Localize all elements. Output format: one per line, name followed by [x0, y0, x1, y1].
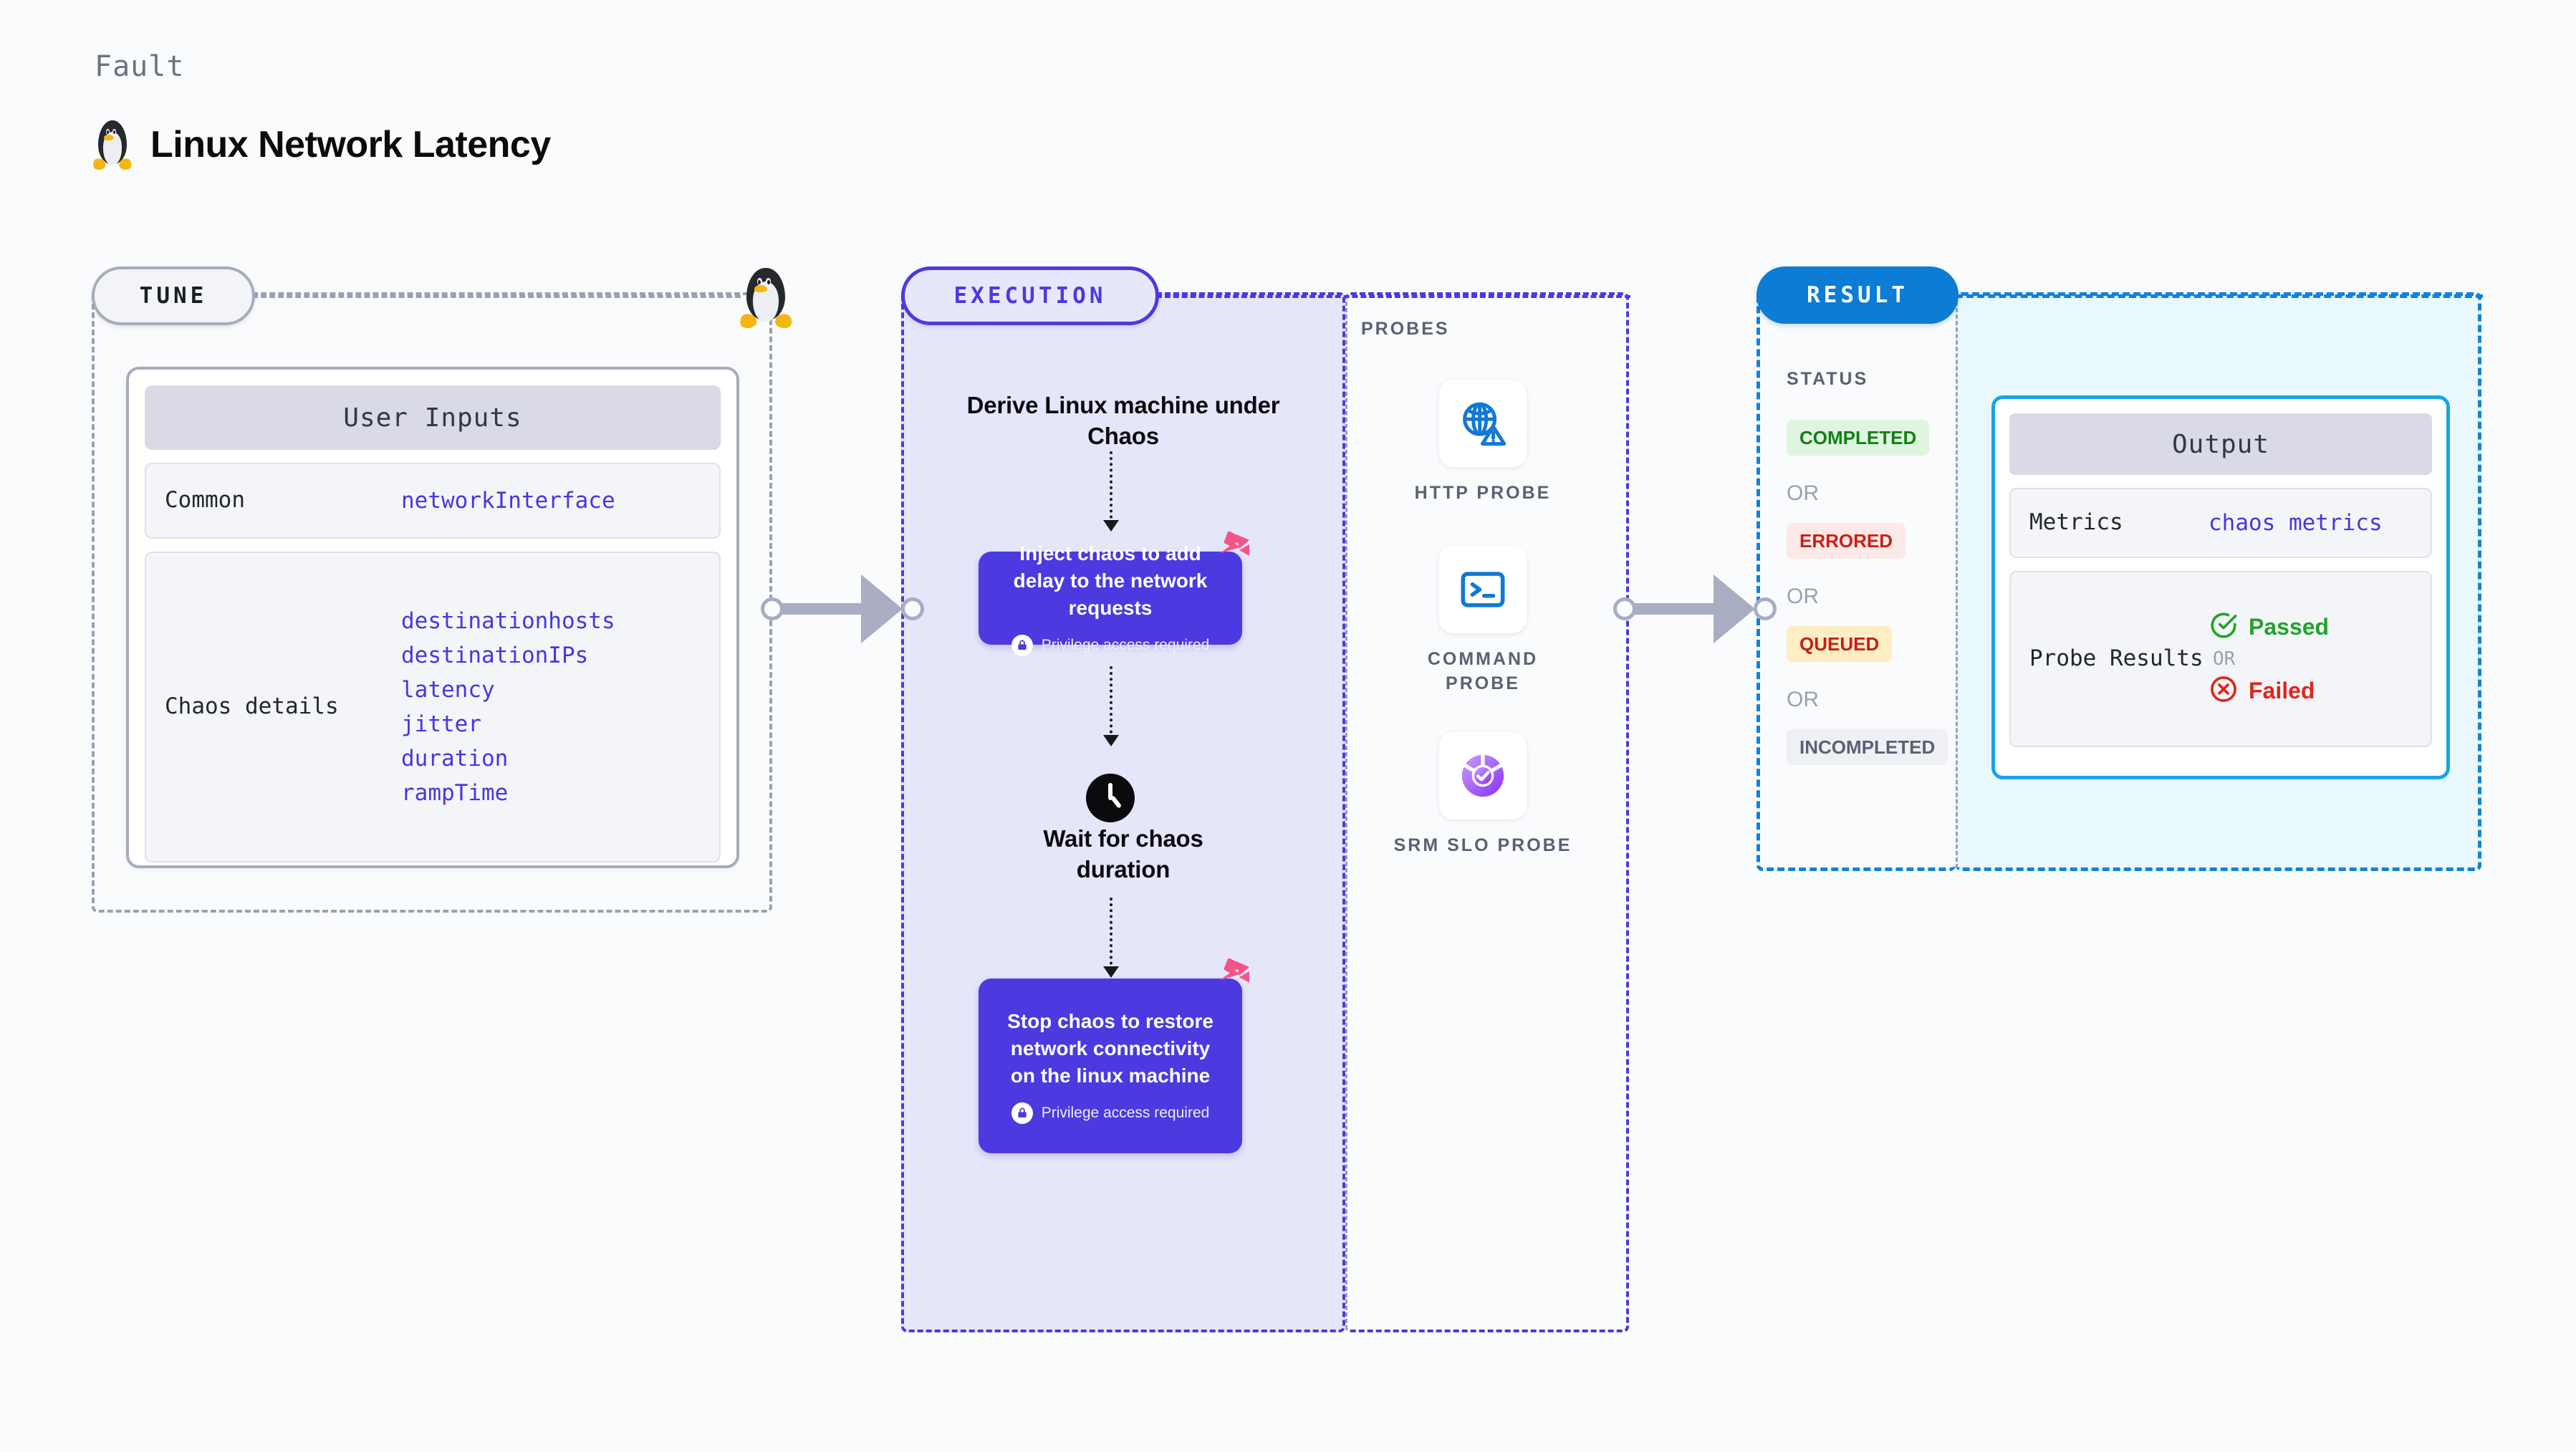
- input-value[interactable]: duration: [401, 746, 509, 772]
- probe-item-command[interactable]: COMMAND PROBE: [1390, 546, 1576, 696]
- lock-icon: [1011, 1102, 1033, 1124]
- privilege-text: Privilege access required: [1041, 636, 1210, 653]
- output-row-key: Probe Results: [2029, 645, 2203, 672]
- derive-machine-heading: Derive Linux machine under Chaos: [966, 392, 1280, 449]
- harness-logo-icon: [1218, 530, 1252, 566]
- harness-logo-icon: [1218, 957, 1252, 993]
- probe-caption: HTTP PROBE: [1414, 483, 1552, 503]
- probe-results-list: Passed OR Failed: [2209, 610, 2329, 708]
- privilege-row: Privilege access required: [1011, 634, 1210, 656]
- probe-result-or: OR: [2213, 648, 2236, 670]
- input-row-chaos-details: Chaos details destinationhosts destinati…: [145, 552, 721, 862]
- input-row-key: Chaos details: [165, 693, 339, 720]
- output-row-key: Metrics: [2029, 509, 2123, 536]
- eyebrow-label: Fault: [95, 50, 185, 83]
- passed-label: Passed: [2249, 614, 2330, 640]
- probe-caption: SRM SLO PROBE: [1393, 835, 1572, 855]
- input-row-key: Common: [165, 487, 245, 514]
- status-badge-completed: COMPLETED: [1787, 420, 1930, 456]
- result-status-region: [1756, 292, 1956, 871]
- srm-slo-icon: [1439, 732, 1527, 819]
- check-circle-icon: [2209, 610, 2239, 644]
- connector-execution-to-result: [1613, 566, 1778, 652]
- status-badge-incompleted: INCOMPLETED: [1787, 729, 1948, 765]
- flow-arrow-2: [1103, 666, 1119, 746]
- execution-region: [901, 292, 1345, 1332]
- probes-label: PROBES: [1361, 319, 1450, 339]
- output-row-probe-results: Probe Results Passed OR: [2009, 571, 2432, 747]
- flow-arrow-3: [1103, 898, 1119, 978]
- wait-duration-heading: Wait for chaos duration: [1043, 825, 1203, 883]
- input-row-values: destinationhosts destinationIPs latency …: [401, 609, 615, 806]
- inject-chaos-box[interactable]: Inject chaos to add delay to the network…: [979, 530, 1249, 656]
- input-value[interactable]: destinationIPs: [401, 642, 589, 668]
- privilege-row: Privilege access required: [1011, 1102, 1210, 1124]
- probes-divider: [1345, 295, 1347, 1330]
- lock-icon: [1011, 634, 1033, 656]
- user-inputs-card: User Inputs Common networkInterface Chao…: [126, 367, 739, 868]
- privilege-text: Privilege access required: [1041, 1104, 1210, 1121]
- user-inputs-title: User Inputs: [145, 385, 721, 450]
- output-title: Output: [2009, 413, 2432, 475]
- x-circle-icon: [2209, 674, 2239, 708]
- inject-chaos-title: Inject chaos to add delay to the network…: [1013, 542, 1208, 619]
- stop-chaos-title: Stop chaos to restore network connectivi…: [1007, 1010, 1213, 1087]
- linux-penguin-icon-edge: [738, 265, 794, 330]
- output-row-metrics: Metrics chaos metrics: [2009, 488, 2432, 558]
- globe-warning-icon: [1439, 380, 1527, 467]
- probe-caption: COMMAND PROBE: [1427, 649, 1539, 693]
- linux-penguin-icon: [92, 118, 133, 172]
- output-card: Output Metrics chaos metrics Probe Resul…: [1991, 395, 2450, 779]
- result-frame-tail: [1956, 294, 2483, 298]
- status-or-separator: OR: [1787, 585, 1819, 608]
- clock-icon: [1086, 774, 1135, 822]
- result-chip[interactable]: RESULT: [1756, 266, 1959, 324]
- flow-arrow-1: [1103, 451, 1119, 532]
- page-title: Linux Network Latency: [150, 124, 551, 165]
- execution-frame-tail: [1156, 295, 1630, 298]
- execution-chip[interactable]: EXECUTION: [901, 266, 1159, 325]
- input-value[interactable]: latency: [401, 676, 495, 703]
- status-label: STATUS: [1787, 369, 1869, 389]
- page-title-row: Linux Network Latency: [92, 118, 551, 172]
- input-value[interactable]: networkInterface: [401, 487, 615, 514]
- stop-chaos-box[interactable]: Stop chaos to restore network connectivi…: [979, 957, 1249, 1153]
- input-value[interactable]: jitter: [401, 711, 481, 737]
- probe-item-srm-slo[interactable]: SRM SLO PROBE: [1390, 732, 1576, 858]
- terminal-icon: [1439, 546, 1527, 633]
- status-or-separator: OR: [1787, 481, 1819, 505]
- tune-chip[interactable]: TUNE: [92, 266, 255, 325]
- input-value[interactable]: rampTime: [401, 780, 509, 807]
- output-metrics-value[interactable]: chaos metrics: [2209, 509, 2383, 536]
- probe-result-passed: Passed: [2209, 610, 2329, 644]
- connector-tune-to-execution: [761, 566, 924, 652]
- input-row-common: Common networkInterface: [145, 463, 721, 539]
- failed-label: Failed: [2249, 678, 2315, 703]
- input-value[interactable]: destinationhosts: [401, 607, 615, 634]
- status-or-separator: OR: [1787, 688, 1819, 711]
- result-divider: [1956, 295, 1958, 868]
- status-badge-queued: QUEUED: [1787, 626, 1893, 662]
- status-badge-errored: ERRORED: [1787, 523, 1906, 559]
- input-row-values: networkInterface: [401, 489, 615, 513]
- tune-frame-tail: [252, 295, 741, 298]
- probe-result-failed: Failed: [2209, 674, 2329, 708]
- probe-item-http[interactable]: HTTP PROBE: [1390, 380, 1576, 506]
